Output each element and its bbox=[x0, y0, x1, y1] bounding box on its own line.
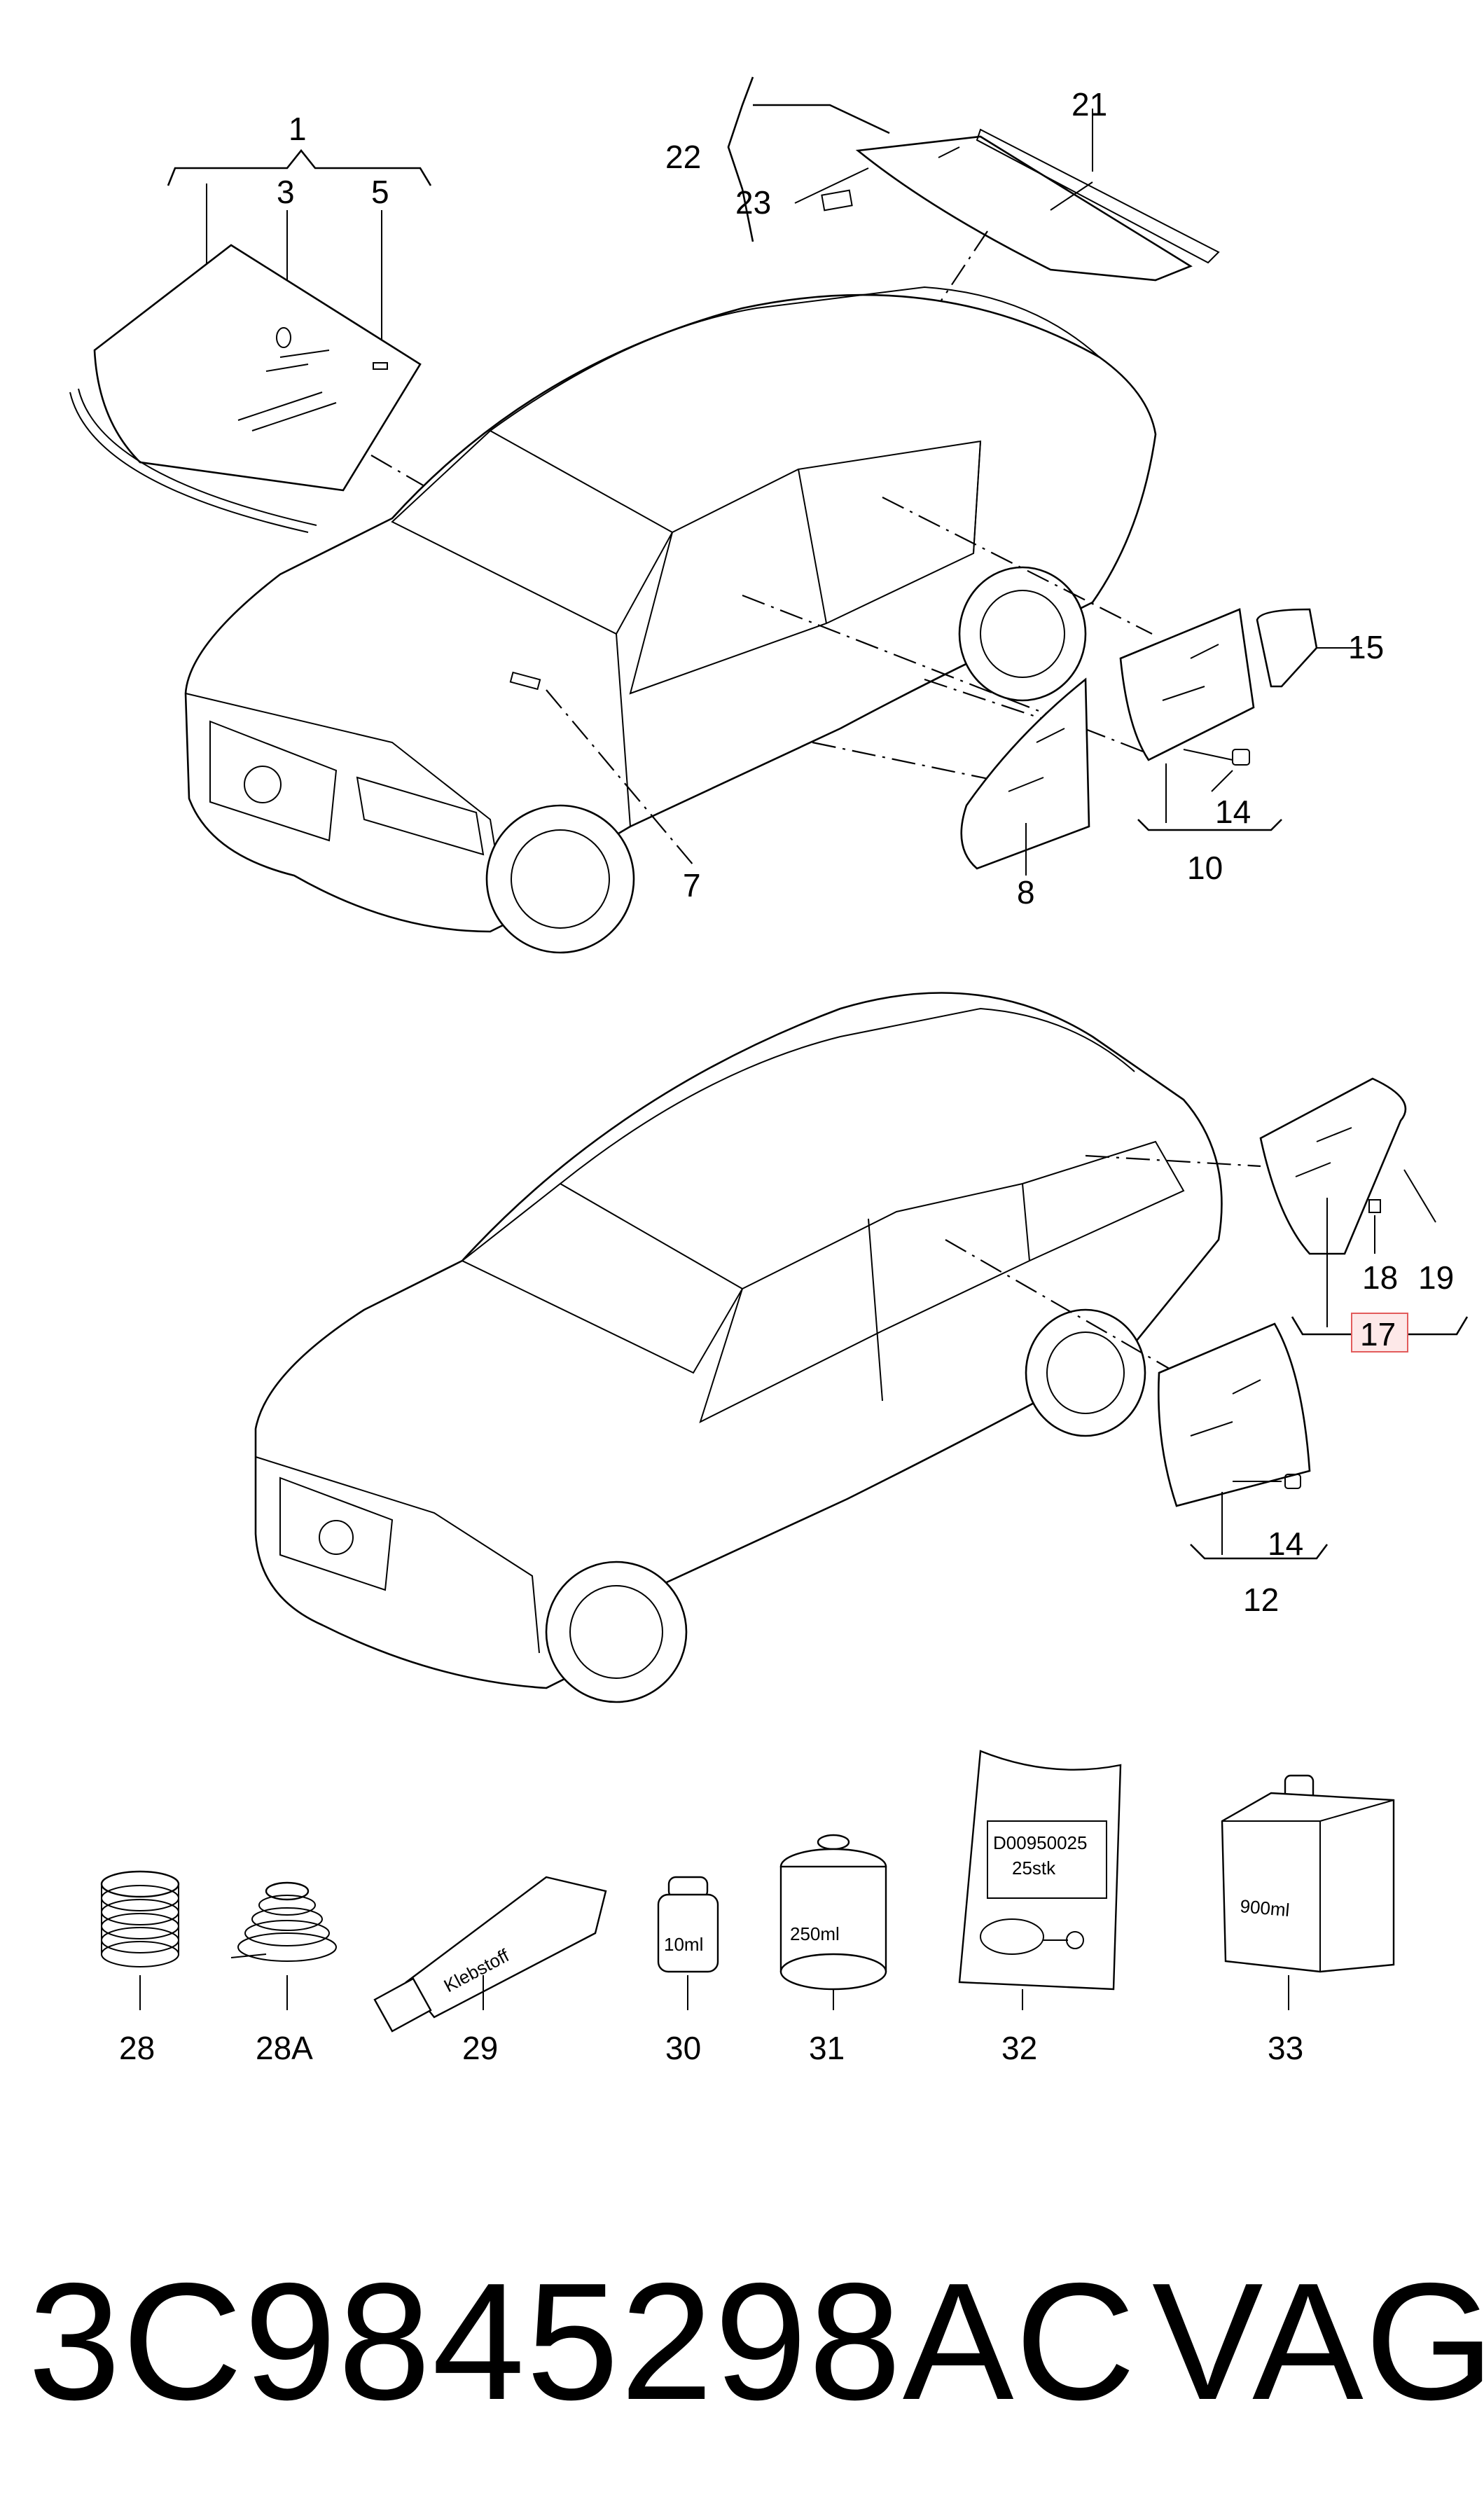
callout-14-sedan: 14 bbox=[1215, 794, 1251, 830]
callout-1: 1 bbox=[289, 111, 307, 147]
bag-code: D00950025 bbox=[993, 1832, 1087, 1853]
callout-14-wagon: 14 bbox=[1268, 1526, 1303, 1562]
callout-30: 30 bbox=[665, 2030, 701, 2066]
callout-22: 22 bbox=[665, 139, 701, 175]
callout-29: 29 bbox=[462, 2030, 498, 2066]
callout-17: 17 bbox=[1360, 1316, 1396, 1353]
callout-18: 18 bbox=[1362, 1259, 1398, 1296]
product-primer-can: 250ml bbox=[779, 1834, 887, 2010]
callout-28A: 28A bbox=[256, 2030, 313, 2066]
brand-name: VAG bbox=[1152, 2249, 1484, 2435]
callout-28: 28 bbox=[119, 2030, 155, 2066]
sedan-side-glass bbox=[960, 608, 1362, 876]
windshield-group bbox=[69, 148, 505, 533]
callout-8: 8 bbox=[1017, 874, 1035, 911]
product-adhesive-tube: Klebstoff bbox=[373, 1876, 607, 2033]
sedan-car-illustration bbox=[184, 286, 1157, 954]
wagon-side-glass bbox=[1157, 1077, 1469, 1560]
callout-12: 12 bbox=[1243, 1582, 1279, 1618]
callout-31: 31 bbox=[809, 2030, 845, 2066]
product-bead-roll bbox=[100, 1870, 180, 2010]
product-bead-cone bbox=[230, 1881, 337, 2010]
product-wipe-bag: D00950025 25stk bbox=[958, 1750, 1122, 2010]
can-label: 250ml bbox=[790, 1923, 840, 1944]
rear-window-group bbox=[727, 76, 1220, 337]
callout-23: 23 bbox=[735, 184, 771, 221]
callout-17-highlight: 17 bbox=[1351, 1313, 1408, 1353]
callout-21: 21 bbox=[1072, 86, 1107, 123]
wagon-car-illustration bbox=[254, 992, 1261, 1703]
jug-label: 900ml bbox=[1239, 1895, 1290, 1921]
callout-10: 10 bbox=[1187, 850, 1223, 886]
bag-qty: 25stk bbox=[1012, 1858, 1056, 1879]
part-number: 3C9845298AC bbox=[28, 2249, 1137, 2435]
callout-labels: 1 3 5 21 22 23 15 14 7 8 10 18 19 17 14 … bbox=[119, 86, 1454, 2066]
callout-7: 7 bbox=[683, 867, 701, 904]
callout-15: 15 bbox=[1348, 629, 1384, 665]
product-jug: 900ml bbox=[1221, 1774, 1395, 2010]
callout-5: 5 bbox=[371, 174, 389, 210]
small-bottle-label: 10ml bbox=[664, 1934, 703, 1955]
callout-32: 32 bbox=[1001, 2030, 1037, 2066]
callout-3: 3 bbox=[277, 174, 295, 210]
callout-33: 33 bbox=[1268, 2030, 1303, 2066]
product-small-bottle: 10ml bbox=[657, 1876, 719, 2010]
callout-19: 19 bbox=[1418, 1259, 1454, 1296]
